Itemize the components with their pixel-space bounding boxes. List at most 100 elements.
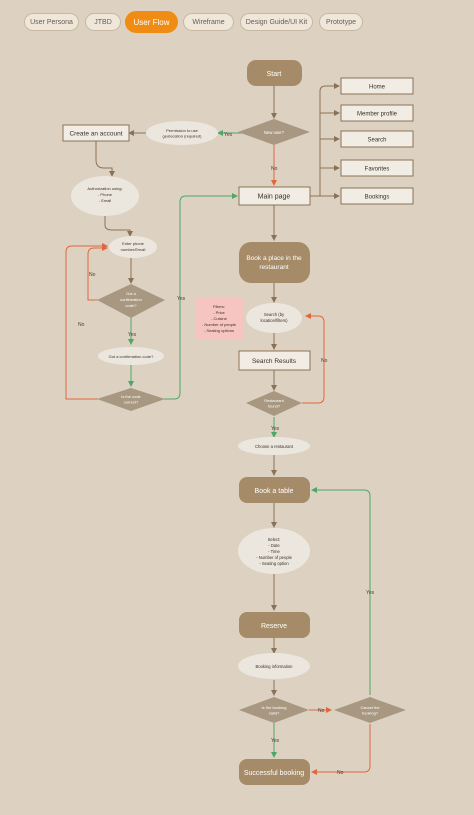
svg-text:Is the booking: Is the booking: [262, 705, 287, 710]
main-page-node: Main page: [238, 186, 311, 206]
label-yes: Yes: [128, 332, 137, 338]
svg-text:Restaurant: Restaurant: [264, 398, 284, 403]
auth-oval: Authorization using: - Phone - Email: [71, 176, 139, 216]
svg-text:New user?: New user?: [264, 130, 285, 135]
tab-design-guide[interactable]: Design Guide/UI Kit: [240, 13, 313, 31]
svg-text:Got a: Got a: [126, 291, 137, 296]
svg-text:- Seating option: - Seating option: [259, 561, 289, 566]
svg-text:Bookings: Bookings: [365, 195, 390, 201]
svg-text:Select:: Select:: [268, 537, 281, 542]
svg-text:Booking information: Booking information: [255, 664, 293, 669]
tab-jtbd[interactable]: JTBD: [85, 13, 121, 31]
booking-valid-decision: Is the booking valid?: [239, 697, 309, 723]
svg-text:location/filters): location/filters): [261, 318, 289, 323]
svg-text:Favorites: Favorites: [365, 167, 390, 173]
svg-text:- Phone: - Phone: [98, 192, 113, 197]
svg-text:Filters:: Filters:: [213, 304, 225, 309]
got-code-oval: Got a confirmation code?: [98, 347, 164, 365]
start-node: Start: [247, 60, 302, 86]
svg-text:valid?: valid?: [269, 711, 280, 716]
svg-text:Permission to use: Permission to use: [166, 128, 199, 133]
edge-found-no: [302, 313, 325, 404]
tab-prototype[interactable]: Prototype: [319, 13, 363, 31]
svg-text:Home: Home: [369, 85, 386, 91]
edge-gotcode-no: [87, 245, 108, 301]
reserve-node: Reserve: [239, 612, 310, 638]
svg-text:restaurant: restaurant: [259, 264, 288, 271]
svg-text:Member profile: Member profile: [357, 112, 398, 118]
svg-text:- Email: - Email: [99, 198, 112, 203]
successful-booking-node: Successful booking: [239, 759, 310, 785]
search-oval: Search (by location/filters): [246, 303, 302, 333]
svg-text:Got a confirmation code?: Got a confirmation code?: [109, 354, 154, 359]
label-no: No: [271, 166, 278, 172]
svg-text:- Cuisine: - Cuisine: [211, 316, 228, 321]
menu-search: Search: [340, 130, 414, 148]
label-yes: Yes: [177, 296, 186, 302]
menu-bookings: Bookings: [340, 187, 414, 205]
edge-cancel-no: [311, 724, 371, 775]
edge-correct-no: [65, 243, 108, 400]
search-results-node: Search Results: [238, 350, 311, 371]
permission-oval: Permission to use geolocation (required): [146, 121, 218, 145]
label-no: No: [89, 272, 96, 278]
label-no: No: [318, 708, 325, 714]
svg-text:- Number of people: - Number of people: [202, 322, 237, 327]
restaurant-found-decision: Restaurant found?: [246, 391, 302, 416]
booking-info-oval: Booking information: [238, 653, 310, 679]
svg-text:Reserve: Reserve: [261, 623, 287, 630]
label-no: No: [321, 358, 328, 364]
edge-account-auth: [95, 141, 115, 177]
edge-correct-yes: [164, 193, 238, 400]
svg-text:code?: code?: [126, 303, 138, 308]
svg-text:Create an account: Create an account: [69, 131, 122, 138]
edge-cancel-yes: [311, 487, 371, 695]
svg-text:number/Email: number/Email: [121, 247, 146, 252]
svg-text:- Date: - Date: [268, 543, 280, 548]
svg-text:Book a place in the: Book a place in the: [246, 255, 302, 262]
svg-text:- Number of people: - Number of people: [256, 555, 293, 560]
create-account-node: Create an account: [62, 124, 130, 142]
label-no: No: [78, 322, 85, 328]
new-user-decision: New user?: [238, 119, 310, 145]
edge-auth-phone: [104, 216, 133, 237]
svg-text:Main page: Main page: [258, 194, 291, 201]
book-table-node: Book a table: [239, 477, 310, 503]
svg-text:- Price: - Price: [213, 310, 225, 315]
svg-text:- Time: - Time: [268, 549, 280, 554]
tab-wireframe[interactable]: Wireframe: [183, 13, 234, 31]
svg-text:- Seating options: - Seating options: [204, 328, 234, 333]
svg-text:Search (by: Search (by: [264, 312, 285, 317]
svg-text:Successful booking: Successful booking: [244, 770, 304, 777]
svg-text:Book a table: Book a table: [255, 488, 294, 495]
enter-phone-oval: Enter phone number/Email: [109, 236, 157, 258]
svg-text:Cancel the: Cancel the: [360, 705, 380, 710]
svg-text:Authorization using:: Authorization using:: [87, 186, 122, 191]
svg-text:found?: found?: [268, 404, 281, 409]
code-correct-decision: Is the code correct?: [97, 388, 165, 411]
menu-favorites: Favorites: [340, 159, 414, 177]
svg-text:Search: Search: [367, 138, 386, 144]
tab-bar: User Persona JTBD User Flow Wireframe De…: [0, 0, 474, 44]
choose-restaurant-oval: Choose a restaurant: [238, 437, 310, 455]
label-no: No: [337, 770, 344, 776]
tab-user-flow[interactable]: User Flow: [125, 11, 178, 33]
svg-text:booking?: booking?: [362, 711, 379, 716]
label-yes: Yes: [271, 426, 280, 432]
label-yes: Yes: [366, 590, 375, 596]
svg-text:correct?: correct?: [124, 400, 139, 405]
svg-text:Search Results: Search Results: [252, 358, 297, 365]
label-yes: Yes: [224, 132, 233, 138]
label-yes: Yes: [271, 738, 280, 744]
svg-text:Choose a restaurant: Choose a restaurant: [255, 444, 294, 449]
book-place-node: Book a place in the restaurant: [239, 242, 310, 283]
cancel-booking-decision: Cancel the booking?: [334, 697, 406, 723]
tab-user-persona[interactable]: User Persona: [24, 13, 79, 31]
svg-text:Enter phone: Enter phone: [122, 241, 145, 246]
svg-text:geolocation (required): geolocation (required): [163, 134, 203, 139]
menu-member-profile: Member profile: [340, 104, 414, 122]
svg-text:Is the code: Is the code: [121, 394, 141, 399]
filters-note: Filters: - Price - Cuisine - Number of p…: [195, 298, 243, 340]
svg-text:confirmation: confirmation: [120, 297, 142, 302]
